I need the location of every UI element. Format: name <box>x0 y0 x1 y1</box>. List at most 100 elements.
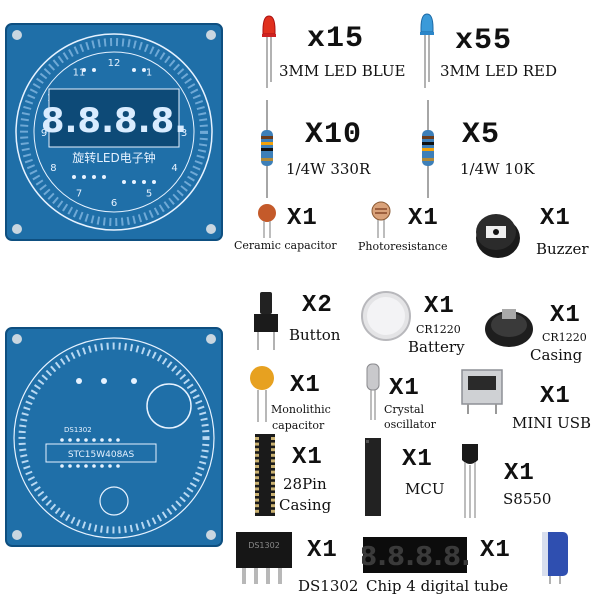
ds1302-chip-icon: DS1302 <box>236 532 292 584</box>
monolithic-qty: X1 <box>290 372 321 399</box>
bottom-pcb-rtc-label: DS1302 <box>64 426 92 434</box>
transistor-icon <box>462 444 478 518</box>
ic-socket-icon <box>255 434 275 516</box>
socket-pin <box>271 504 275 508</box>
socket-pin <box>255 459 259 463</box>
monolithic-capacitor-icon <box>250 366 274 422</box>
button-qty: X2 <box>302 292 333 319</box>
led-blue-label: 3MM LED BLUE <box>279 62 406 80</box>
clock-number: 7 <box>76 189 82 200</box>
socket-pin <box>255 498 259 502</box>
socket-pin <box>255 476 259 480</box>
socket-pin <box>255 504 259 508</box>
red-led-icon <box>420 13 434 88</box>
miniusb-qty: X1 <box>540 383 571 410</box>
resistor-10k-icon <box>422 100 434 198</box>
casing-label: Casing <box>530 346 583 364</box>
mcu-qty: X1 <box>402 446 433 473</box>
led-red-label: 3MM LED RED <box>440 62 558 80</box>
socket-qty: X1 <box>292 444 323 471</box>
photo-label: Photoresistance <box>358 240 448 253</box>
monolithic-label-1: Monolithic <box>271 403 331 416</box>
socket-pin <box>255 453 259 457</box>
ceramic-label: Ceramic capacitor <box>234 239 337 252</box>
digital-tube-icon: 8.8.8.8. <box>362 537 468 573</box>
bottom-pcb-image: STC15W408AS DS1302 <box>5 327 223 547</box>
led-blue-qty: x15 <box>307 22 365 56</box>
photoresistor-icon <box>371 201 391 238</box>
tube-qty: X1 <box>480 537 511 564</box>
socket-pin <box>255 470 259 474</box>
socket-pin <box>271 470 275 474</box>
socket-label-1: 28Pin <box>283 475 327 493</box>
ceramic-qty: X1 <box>287 205 318 232</box>
casing-label-top: CR1220 <box>542 331 587 344</box>
socket-pin <box>271 509 275 513</box>
socket-pin <box>271 459 275 463</box>
clock-number: 3 <box>181 128 187 139</box>
crystal-qty: X1 <box>389 375 420 402</box>
mcu-chip-icon <box>365 438 381 516</box>
socket-pin <box>271 498 275 502</box>
mini-usb-icon <box>461 369 503 414</box>
photo-qty: X1 <box>408 205 439 232</box>
socket-pin <box>255 442 259 446</box>
battery-label: Battery <box>408 338 465 356</box>
bottom-pcb-mcu-label: STC15W408AS <box>68 450 135 460</box>
res10k-qty: X5 <box>462 118 501 152</box>
casing-qty: X1 <box>550 302 581 329</box>
ds1302-qty: X1 <box>307 537 338 564</box>
ds1302-label: DS1302 <box>298 577 359 595</box>
res330-qty: X10 <box>305 118 363 152</box>
crystal-icon <box>366 363 380 420</box>
led-red-qty: x55 <box>455 24 513 58</box>
res330-label: 1/4W 330R <box>286 160 371 178</box>
battery-label-top: CR1220 <box>416 323 461 336</box>
resistor-330-icon <box>261 100 273 198</box>
socket-pin <box>255 487 259 491</box>
blue-led-icon <box>262 15 276 88</box>
digital-tube-display: 8.8.8.8. <box>362 542 468 572</box>
monolithic-label-2: capacitor <box>272 419 325 432</box>
button-icon <box>254 292 278 350</box>
socket-pin <box>255 465 259 468</box>
battery-holder-icon <box>485 309 533 347</box>
socket-pin <box>271 465 275 468</box>
clock-number: 9 <box>41 128 47 139</box>
mcu-label: MCU <box>405 480 445 498</box>
clock-number: 6 <box>111 198 117 209</box>
socket-pin <box>271 487 275 491</box>
socket-pin <box>255 509 259 513</box>
button-label: Button <box>289 326 341 344</box>
battery-qty: X1 <box>424 293 455 320</box>
crystal-label-2: oscillator <box>384 418 436 431</box>
coin-battery-icon <box>361 291 411 341</box>
electrolytic-capacitor-icon <box>542 532 568 584</box>
top-pcb-chinese-label: 旋转LED电子钟 <box>72 150 156 165</box>
ceramic-capacitor-icon <box>258 204 276 238</box>
buzzer-qty: X1 <box>540 205 571 232</box>
clock-number: 4 <box>171 163 177 174</box>
buzzer-icon <box>476 214 520 258</box>
socket-pin <box>271 448 275 452</box>
socket-pin <box>255 493 259 496</box>
clock-number: 1 <box>146 67 152 78</box>
clock-number: 8 <box>50 163 56 174</box>
ds1302-chip-marking: DS1302 <box>248 541 280 550</box>
s8550-label: S8550 <box>503 490 552 508</box>
s8550-qty: X1 <box>504 460 535 487</box>
socket-pin <box>255 437 259 440</box>
crystal-label-1: Crystal <box>384 403 425 416</box>
buzzer-label: Buzzer <box>536 240 589 258</box>
top-pcb-image: 121234567891011 8.8.8.8. 旋转LED电子钟 <box>5 23 223 241</box>
socket-pin <box>255 481 259 485</box>
clock-number: 12 <box>108 58 121 69</box>
top-pcb-display: 8.8.8.8. <box>41 101 187 141</box>
clock-number: 5 <box>146 189 152 200</box>
res10k-label: 1/4W 10K <box>460 160 535 178</box>
socket-pin <box>271 493 275 496</box>
socket-pin <box>271 453 275 457</box>
socket-pin <box>271 481 275 485</box>
clock-number: 11 <box>73 67 86 78</box>
socket-pin <box>271 437 275 440</box>
